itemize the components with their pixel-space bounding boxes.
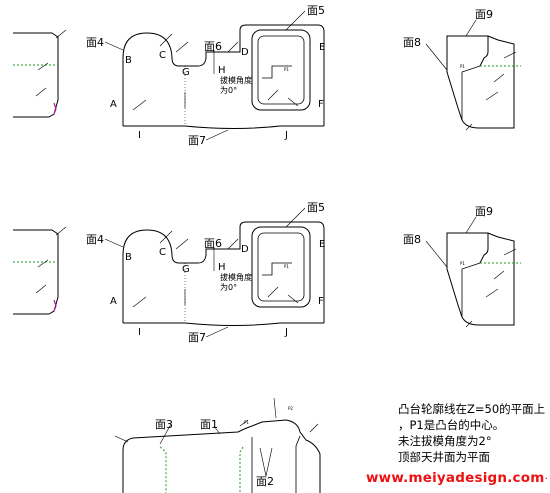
point-p1-side: P1 xyxy=(460,261,465,266)
face-3-label: 面3 xyxy=(155,418,173,431)
draft-note-line1: 拔模角度 xyxy=(220,272,252,282)
site-watermark: www.meiyadesign.com· xyxy=(366,470,548,486)
face-9-label: 面9 xyxy=(475,205,493,218)
point-p1-side: P1 xyxy=(460,64,465,69)
note-line-3: 未注拔模角度为2° xyxy=(398,434,492,448)
face-1-label: 面1 xyxy=(200,418,218,431)
point-a: A xyxy=(110,296,117,307)
point-j: J xyxy=(284,327,288,338)
row1-labels: 面4 面5 面6 面7 面8 面9 A B C D E F G H I J 拔模… xyxy=(86,4,493,147)
watermark-text: www.meiyadesign.com xyxy=(366,470,545,486)
point-p1: P1 xyxy=(284,264,289,269)
point-b: B xyxy=(125,55,132,66)
right-side-view-2 xyxy=(425,216,522,328)
face-7-label: 面7 xyxy=(188,134,206,147)
face-4-label: 面4 xyxy=(86,233,104,246)
point-f: F xyxy=(318,296,324,307)
bottom-partial-view xyxy=(114,397,321,493)
left-profile-view-2 xyxy=(12,226,67,315)
point-e: E xyxy=(319,42,325,53)
face-5-label: 面5 xyxy=(307,4,325,17)
point-b: B xyxy=(125,252,132,263)
point-a: A xyxy=(110,99,117,110)
face-7-label: 面7 xyxy=(188,331,206,344)
point-d: D xyxy=(241,244,249,255)
face-9-label: 面9 xyxy=(475,8,493,21)
note-line-4: 顶部天井面为平面 xyxy=(398,450,490,464)
point-e: E xyxy=(319,239,325,250)
right-side-view-1 xyxy=(425,19,522,131)
point-c: C xyxy=(159,50,166,61)
face-2-label: 面2 xyxy=(256,475,274,488)
left-profile-view-1 xyxy=(12,29,67,118)
row3-labels: 面3 面1 面2 P2 P1 xyxy=(155,406,293,488)
face-8-label: 面8 xyxy=(403,233,421,246)
main-top-view-1 xyxy=(104,10,325,141)
point-i: I xyxy=(138,327,141,338)
point-p2: P2 xyxy=(288,406,293,411)
draft-note-line1: 拔模角度 xyxy=(220,75,252,85)
point-c: C xyxy=(159,247,166,258)
point-d: D xyxy=(241,47,249,58)
point-g: G xyxy=(182,264,190,275)
main-top-view-2 xyxy=(104,207,325,338)
face-6-label: 面6 xyxy=(204,237,222,250)
point-i: I xyxy=(138,130,141,141)
row2-labels: 面4 面5 面6 面7 面8 面9 A B C D E F G H I J 拔模… xyxy=(86,201,493,344)
note-line-1: 凸台轮廓线在Z=50的平面上 xyxy=(398,402,546,416)
design-notes: 凸台轮廓线在Z=50的平面上 ，P1是凸台的中心。 未注拔模角度为2° 顶部天井… xyxy=(398,401,550,465)
draft-note-line2: 为0° xyxy=(220,85,237,95)
face-6-label: 面6 xyxy=(204,40,222,53)
point-j: J xyxy=(284,130,288,141)
point-p1: P1 xyxy=(284,67,289,72)
point-f: F xyxy=(318,99,324,110)
face-5-label: 面5 xyxy=(307,201,325,214)
draft-note-line2: 为0° xyxy=(220,282,237,292)
point-g: G xyxy=(182,67,190,78)
point-p1-bottom: P1 xyxy=(244,420,249,425)
face-8-label: 面8 xyxy=(403,36,421,49)
note-line-2: ，P1是凸台的中心。 xyxy=(398,418,505,432)
point-h: H xyxy=(218,262,226,273)
point-h: H xyxy=(218,65,226,76)
watermark-mark: · xyxy=(544,472,549,485)
face-4-label: 面4 xyxy=(86,36,104,49)
